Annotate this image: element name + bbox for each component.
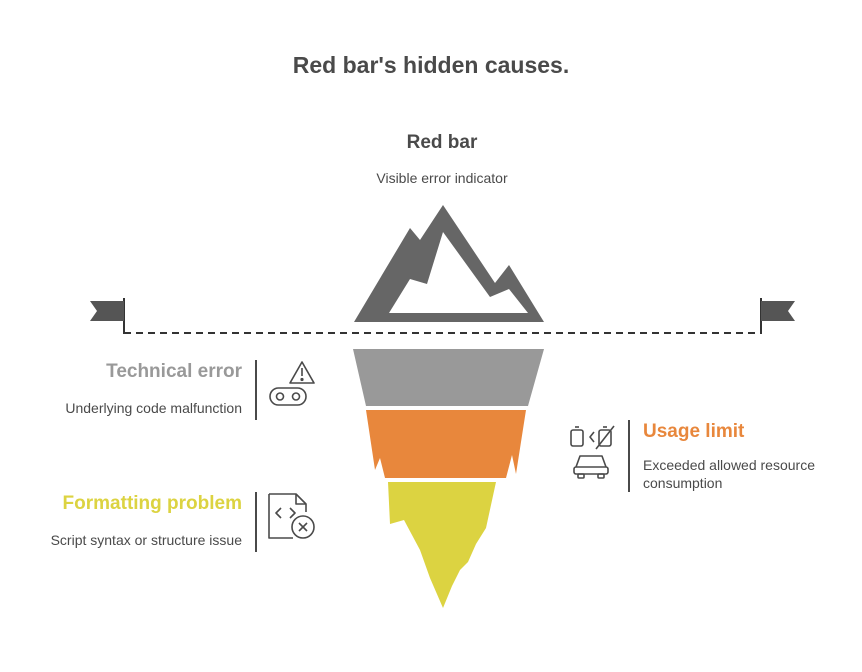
- right-flag: [761, 301, 795, 321]
- formatting-problem-label: Formatting problem: [62, 493, 242, 514]
- mountain-snow: [389, 232, 528, 313]
- technical-error-description: Underlying code malfunction: [65, 400, 242, 416]
- conveyor-icon: [269, 387, 307, 406]
- waterline: [90, 298, 795, 334]
- tip-label: Red bar: [406, 132, 478, 153]
- warning-icon: [289, 361, 315, 384]
- usage-limit-description-line-1: Exceeded allowed resource: [643, 457, 815, 473]
- layer-formatting-problem: [388, 482, 496, 608]
- tip-description: Visible error indicator: [376, 170, 508, 186]
- usage-limit-description-line-2: consumption: [643, 475, 723, 491]
- car-icon: [573, 455, 609, 479]
- layer-technical-error: [353, 349, 544, 406]
- battery-swap-icon: [570, 425, 615, 450]
- code-file-error-icon: [268, 493, 315, 539]
- layer-usage-limit: [366, 410, 526, 478]
- usage-limit-label: Usage limit: [643, 421, 745, 442]
- technical-error-label: Technical error: [106, 361, 242, 382]
- page-title: Red bar's hidden causes.: [292, 52, 570, 78]
- mountain-tip: [354, 205, 544, 322]
- formatting-problem-description: Script syntax or structure issue: [50, 532, 242, 548]
- left-flag: [90, 301, 124, 321]
